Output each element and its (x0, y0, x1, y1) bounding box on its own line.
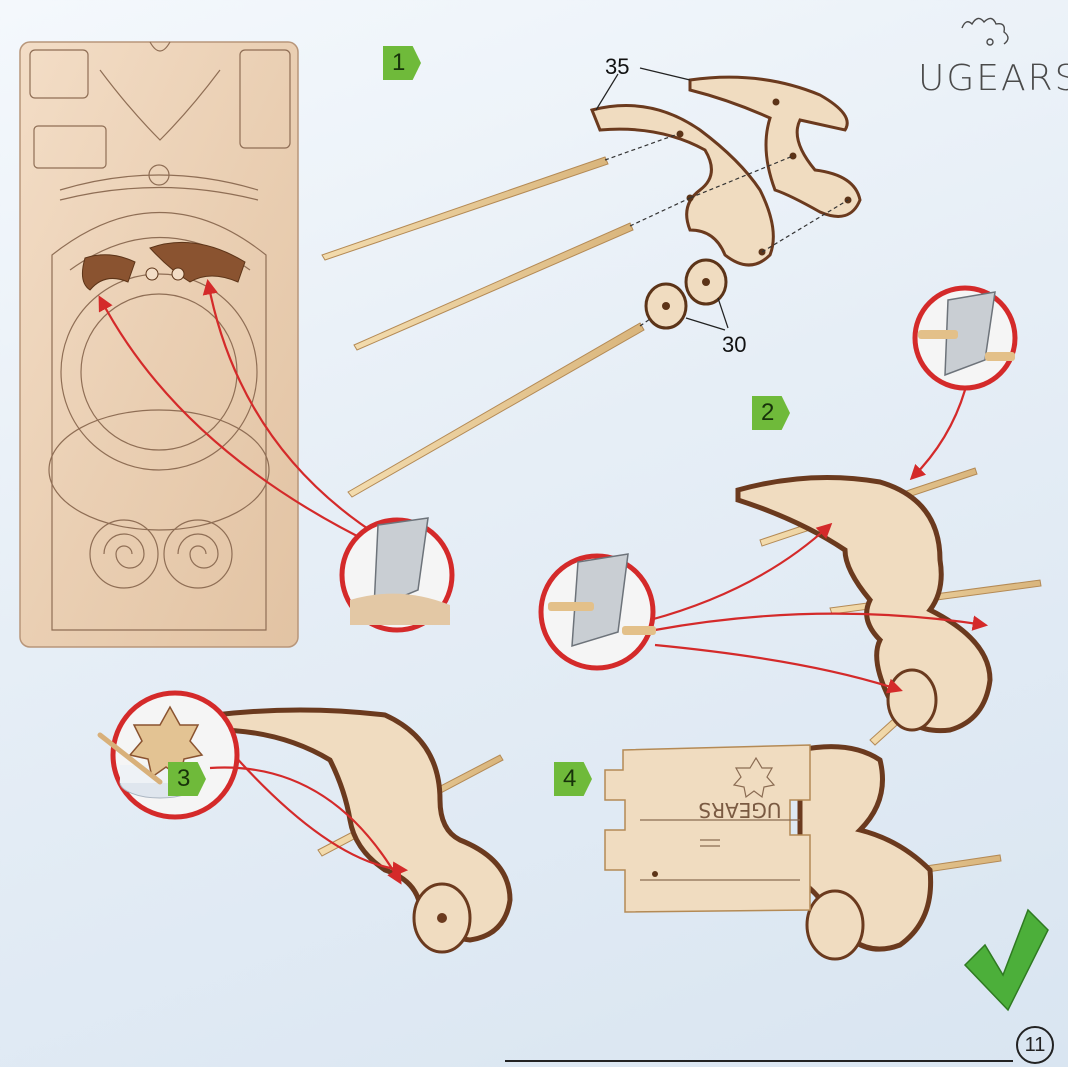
utility-knife-icon (915, 288, 1015, 388)
engraved-ugears-text: UGEARS (698, 798, 781, 822)
ugears-logo-text: UGEARS (918, 58, 1068, 99)
part-callout-30: 30 (722, 332, 746, 357)
part-callout-35: 35 (605, 54, 629, 79)
gear-logo-icon (962, 18, 1008, 45)
step2-assembly (738, 468, 1041, 745)
step1-exploded-assembly (322, 68, 860, 497)
page-number: 11 (1016, 1026, 1054, 1064)
checkmark-icon (965, 910, 1048, 1010)
utility-knife-icon (541, 554, 656, 668)
footer-rule (505, 1060, 1013, 1062)
plywood-sheet (20, 42, 298, 647)
utility-knife-icon (342, 518, 452, 630)
step4-assembly: UGEARS (605, 745, 1001, 959)
